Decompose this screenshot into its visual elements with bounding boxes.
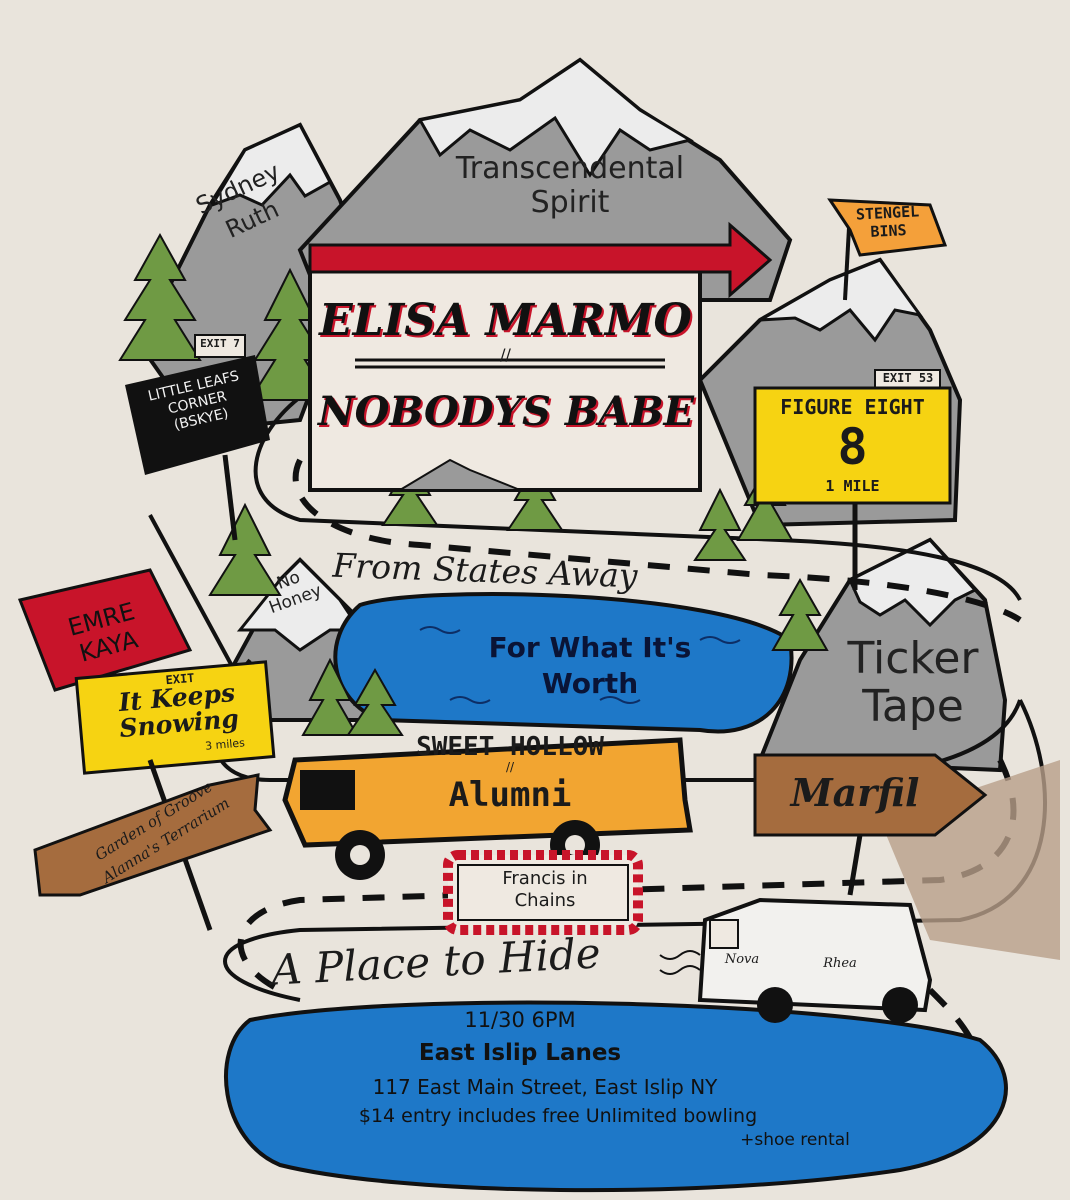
figure-eight-title: FIGURE EIGHT [780,395,925,419]
marquee-inner [457,864,629,921]
stengel-flag [827,198,948,257]
exit7-tab [194,334,246,358]
little-leafs-post [222,454,238,541]
figure-eight-number: 8 [837,418,868,476]
road-lane-van [927,987,983,1061]
mountain-stengel-snow [759,258,924,343]
billboard-separator: // [500,345,511,364]
van-body [697,897,933,1013]
bus-window [300,770,355,810]
bus-wheel-front-hub [350,845,370,865]
mountain-sydney-snow [208,123,333,208]
mountain-transcendental-snow [417,58,694,178]
little-leafs-sign [125,355,270,475]
billboard-headliner: ELISA MARMO [319,295,692,346]
event-price: $14 entry includes free Unlimited bowlin… [358,1105,758,1127]
road-upper-lane [292,458,1022,623]
bus-separator: // [505,760,515,774]
mountain-label-ticker: Ticker Tape [847,633,979,732]
billboard-arrow [308,221,773,299]
snowing-sign [74,660,276,775]
event-extra: +shoe rental [740,1130,850,1150]
bus-line1: SWEET HOLLOW [416,732,604,762]
van-label-left: Nova [724,952,760,967]
bus-body [282,737,693,848]
marquee-label: Francis in Chains [502,868,588,911]
figure-eight-distance: 1 MILE [825,477,880,495]
event-address: 117 East Main Street, East Islip NY [372,1075,718,1099]
event-datetime: 11/30 6PM [464,1008,576,1032]
pennant-pole [148,514,247,691]
billboard-panel [308,268,702,492]
lake-label: For What It's Worth [488,631,692,700]
little-leafs-exit: EXIT 7 [200,337,240,350]
lake-upper-waves [419,626,741,704]
van-wheel-rear [882,987,918,1023]
marfil-label: Marfil [790,770,920,815]
figure-eight-exit: EXIT 53 [882,371,934,385]
van-wheel-front [757,987,793,1023]
billboard-mountain [396,458,521,491]
figure-eight-sign [753,386,952,505]
emre-kaya-pennant [17,568,193,692]
lake-lower [224,1000,1008,1193]
bus-line2: Alumni [448,775,572,815]
marfil-post [847,834,863,896]
van-label-right: Rhea [823,956,857,971]
mountain-label-transcendental: Transcendental Spirit [455,151,685,220]
event-venue: East Islip Lanes [418,1040,622,1066]
marfil-arrow-sign [753,753,988,837]
van-window [709,919,739,949]
van-exhaust [659,950,701,975]
billboard-support: NOBODYS BABE [318,388,694,435]
stengel-flag-label: STENGEL BINS [855,202,920,241]
trees [118,232,829,736]
garden-arrow-sign [33,773,273,897]
